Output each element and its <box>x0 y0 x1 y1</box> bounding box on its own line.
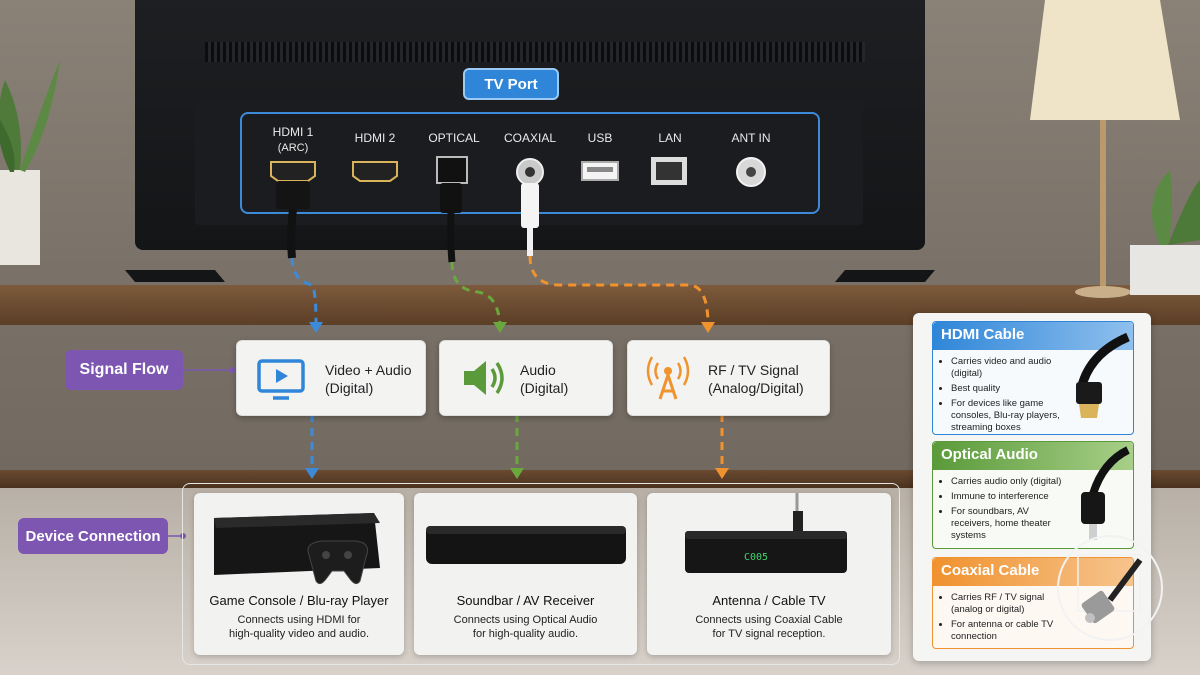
hdmi2-port-icon <box>352 161 398 182</box>
port-name: HDMI 1 <box>272 125 314 139</box>
port-hdmi1-label: HDMI 1 (ARC) <box>253 124 333 156</box>
coaxial-arrowhead-2 <box>715 468 729 479</box>
antenna-icon <box>646 356 690 400</box>
device-desc-line2: for high-quality audio. <box>472 628 579 640</box>
hdmi1-port-icon <box>270 161 316 182</box>
legend-optical-list: Carries audio only (digital) Immune to i… <box>933 476 1133 542</box>
tv-vent <box>205 42 865 62</box>
port-coaxial-label: COAXIAL <box>503 131 557 145</box>
device-row-frame <box>182 483 900 665</box>
device-desc-line1: Connects using Coaxial Cable <box>695 614 843 626</box>
game-console-icon <box>214 513 380 585</box>
legend-coaxial: Coaxial Cable Carries RF / TV signal (an… <box>932 557 1134 649</box>
optical-flow-arrow <box>450 261 519 470</box>
speaker-icon <box>464 361 504 395</box>
signal-flow-badge: Signal Flow <box>65 350 183 390</box>
device-card-soundbar: Soundbar / AV Receiver Connects using Op… <box>414 493 637 655</box>
signal-line1: Video + Audio <box>325 362 412 378</box>
device-title: Game Console / Blu-ray Player <box>209 593 389 608</box>
port-lan-label: LAN <box>658 131 682 145</box>
legend-item: Immune to interference <box>951 491 1071 503</box>
port-optical-label: OPTICAL <box>428 131 480 145</box>
signal-card-audio: Audio (Digital) <box>439 340 613 416</box>
device-title: Antenna / Cable TV <box>712 593 826 608</box>
device-connection-badge: Device Connection <box>18 518 168 554</box>
device-desc-line2: high-quality video and audio. <box>228 628 370 640</box>
legend-hdmi-list: Carries video and audio (digital) Best q… <box>933 356 1133 434</box>
tv-port-badge: TV Port <box>463 68 559 100</box>
port-sub: (ARC) <box>277 142 309 154</box>
device-desc: Connects using Coaxial Cable for TV sign… <box>647 613 891 641</box>
lan-port-icon <box>651 157 687 185</box>
device-card-console: Game Console / Blu-ray Player Connects u… <box>194 493 404 655</box>
signal-card-video-audio: Video + Audio (Digital) <box>236 340 426 416</box>
port-hdmi2-label: HDMI 2 <box>354 131 396 145</box>
optical-plug-icon <box>1081 446 1130 540</box>
hdmi-cable-icon <box>276 181 310 259</box>
optical-cable-icon <box>440 183 462 263</box>
legend-item: Carries audio only (digital) <box>951 476 1071 488</box>
legend-item: Carries RF / TV signal (analog or digita… <box>951 592 1071 616</box>
set-top-box-icon <box>685 493 847 573</box>
lamp-icon <box>1030 0 1180 298</box>
legend-item: For soundbars, AV receivers, home theate… <box>951 506 1071 542</box>
device-desc: Connects using HDMI for high-quality vid… <box>194 613 404 641</box>
device-title: Soundbar / AV Receiver <box>456 593 595 608</box>
legend-item: For devices like game consoles, Blu-ray … <box>951 398 1071 434</box>
coaxial-cable-icon <box>521 183 539 256</box>
device-desc: Connects using Optical Audio for high-qu… <box>414 613 637 641</box>
optical-arrowhead-2 <box>510 468 524 479</box>
legend-item: Best quality <box>951 383 1071 395</box>
optical-arrowhead-1 <box>493 322 507 333</box>
legend-coaxial-title: Coaxial Cable <box>933 558 1133 586</box>
tv-icon <box>257 359 305 400</box>
plant-left-icon <box>0 60 60 265</box>
signal-line2: (Analog/Digital) <box>708 380 804 396</box>
legend-coaxial-list: Carries RF / TV signal (analog or digita… <box>933 592 1133 643</box>
legend-item: Carries video and audio (digital) <box>951 356 1071 380</box>
signal-card-rf: RF / TV Signal (Analog/Digital) <box>627 340 830 416</box>
soundbar-icon <box>426 526 626 564</box>
device-desc-line1: Connects using HDMI for <box>237 614 361 626</box>
port-usb-label: USB <box>587 131 613 145</box>
plant-right-icon <box>1130 170 1200 295</box>
hdmi-arrowhead-2 <box>305 468 319 479</box>
device-desc-line2: for TV signal reception. <box>712 628 826 640</box>
set-top-box-display: C005 <box>744 552 769 563</box>
legend-hdmi-title: HDMI Cable <box>933 322 1133 350</box>
coaxial-port-icon <box>516 158 544 186</box>
usb-port-icon <box>581 161 619 181</box>
antin-port-icon <box>736 157 766 187</box>
device-card-antenna: C005 Antenna / Cable TV Connects using C… <box>647 493 891 655</box>
signal-line1: RF / TV Signal <box>708 362 799 378</box>
coaxial-flow-arrow <box>528 255 724 470</box>
signal-line2: (Digital) <box>520 380 569 396</box>
hdmi-flow-arrow <box>290 257 318 470</box>
device-desc-line1: Connects using Optical Audio <box>453 614 598 626</box>
hdmi-arrowhead-1 <box>309 322 323 333</box>
legend-item: For antenna or cable TV connection <box>951 619 1071 643</box>
legend-hdmi: HDMI Cable Carries video and audio (digi… <box>932 321 1134 435</box>
signal-line1: Audio <box>520 362 556 378</box>
coaxial-arrowhead-1 <box>701 322 715 333</box>
hdmi-plug-icon <box>1076 332 1130 418</box>
signal-line2: (Digital) <box>325 380 374 396</box>
legend-optical-title: Optical Audio <box>933 442 1133 470</box>
port-antin-label: ANT IN <box>731 131 771 145</box>
legend-optical: Optical Audio Carries audio only (digita… <box>932 441 1134 549</box>
